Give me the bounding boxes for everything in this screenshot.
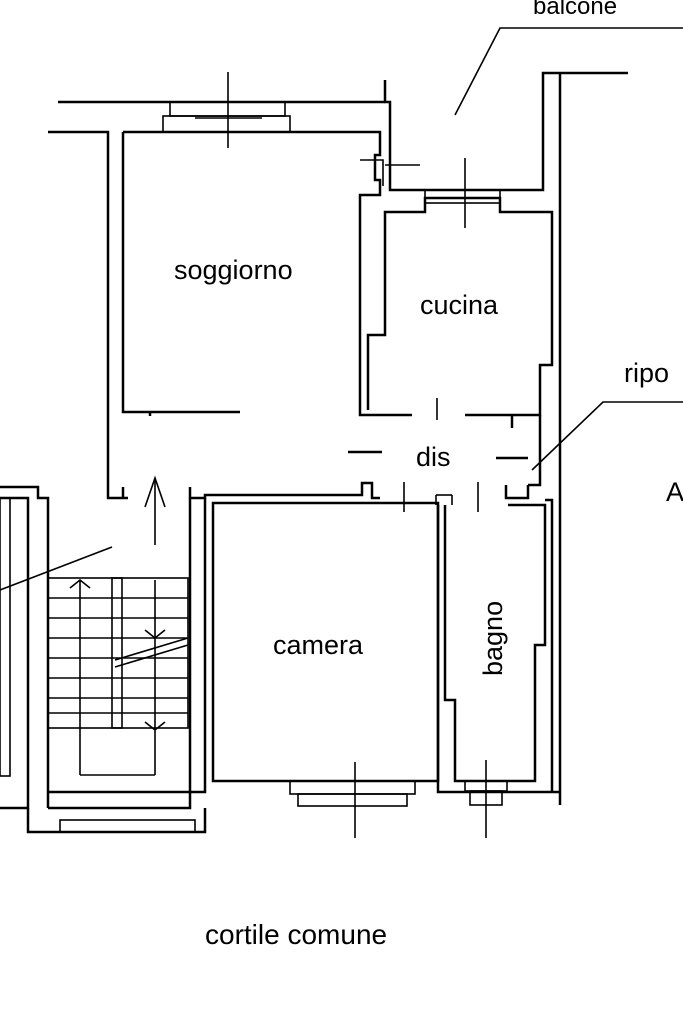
label-soggiorno: soggiorno [174, 255, 293, 285]
leader-balcone [454, 27, 683, 116]
soggiorno-walls [48, 72, 412, 500]
label-cucina: cucina [420, 290, 499, 320]
staircase [0, 475, 207, 834]
camera-walls [48, 481, 453, 838]
bagno-walls [436, 498, 560, 838]
leader-ripo [531, 401, 683, 471]
label-ripo: ripo [624, 358, 669, 388]
label-cortile: cortile comune [205, 919, 387, 950]
dis-walls [348, 398, 542, 512]
label-bagno: bagno [478, 601, 508, 676]
label-camera: camera [273, 630, 364, 660]
label-balcone: balcone [533, 0, 617, 20]
balcony [360, 71, 628, 805]
leader-stair [0, 546, 113, 591]
label-edge-a: A [666, 477, 683, 507]
label-dis: dis [416, 442, 451, 472]
cucina-walls [366, 158, 554, 428]
leader-lines [0, 27, 683, 591]
